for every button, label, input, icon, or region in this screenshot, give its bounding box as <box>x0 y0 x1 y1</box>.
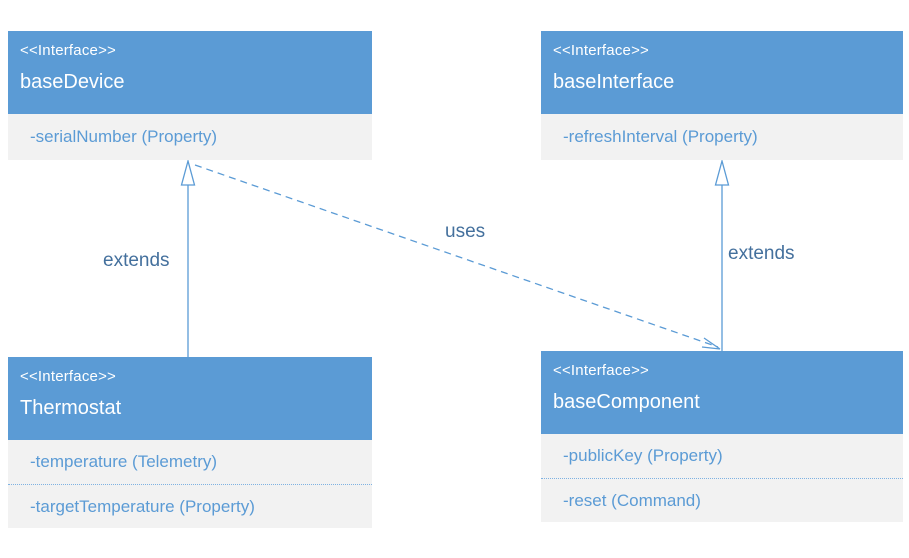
node-body: -temperature (Telemetry) -targetTemperat… <box>8 440 372 528</box>
node-header: <<Interface>> baseInterface <box>541 31 903 114</box>
node-header: <<Interface>> Thermostat <box>8 357 372 440</box>
node-header: <<Interface>> baseDevice <box>8 31 372 114</box>
member-row: -refreshInterval (Property) <box>563 127 758 146</box>
node-basedevice[interactable]: <<Interface>> baseDevice -serialNumber (… <box>8 31 372 160</box>
stereotype-label: <<Interface>> <box>20 42 117 59</box>
edge-extends-thermostat-basedevice <box>180 158 196 357</box>
node-body: -publicKey (Property) -reset (Command) <box>541 434 903 522</box>
member-row: -serialNumber (Property) <box>30 127 218 146</box>
stereotype-label: <<Interface>> <box>553 42 650 59</box>
node-title: baseInterface <box>553 71 675 93</box>
member-row: -targetTemperature (Property) <box>8 484 372 528</box>
node-title: baseComponent <box>553 391 700 413</box>
edge-uses-basedevice-basecomponent <box>194 164 721 350</box>
node-body: -serialNumber (Property) <box>8 114 372 160</box>
member-row: -reset (Command) <box>541 478 903 522</box>
edge-extends-basecomponent-baseinterface <box>714 158 730 351</box>
node-body: -refreshInterval (Property) <box>541 114 903 160</box>
node-basecomponent[interactable]: <<Interface>> baseComponent -publicKey (… <box>541 351 903 522</box>
node-thermostat[interactable]: <<Interface>> Thermostat -temperature (T… <box>8 357 372 528</box>
member-row: -publicKey (Property) <box>563 446 723 465</box>
member-row: -temperature (Telemetry) <box>30 452 218 471</box>
edge-label-extends-left: extends <box>103 250 170 271</box>
hollow-triangle-arrowhead <box>180 158 196 186</box>
node-baseinterface[interactable]: <<Interface>> baseInterface -refreshInte… <box>541 31 903 160</box>
stereotype-label: <<Interface>> <box>20 368 117 385</box>
edge-label-uses: uses <box>445 221 486 242</box>
stereotype-label: <<Interface>> <box>553 362 650 379</box>
open-arrowhead <box>701 337 721 350</box>
node-title: baseDevice <box>20 71 125 93</box>
node-header: <<Interface>> baseComponent <box>541 351 903 434</box>
node-title: Thermostat <box>20 397 122 419</box>
edge-label-extends-right: extends <box>728 243 795 264</box>
hollow-triangle-arrowhead <box>714 158 730 186</box>
